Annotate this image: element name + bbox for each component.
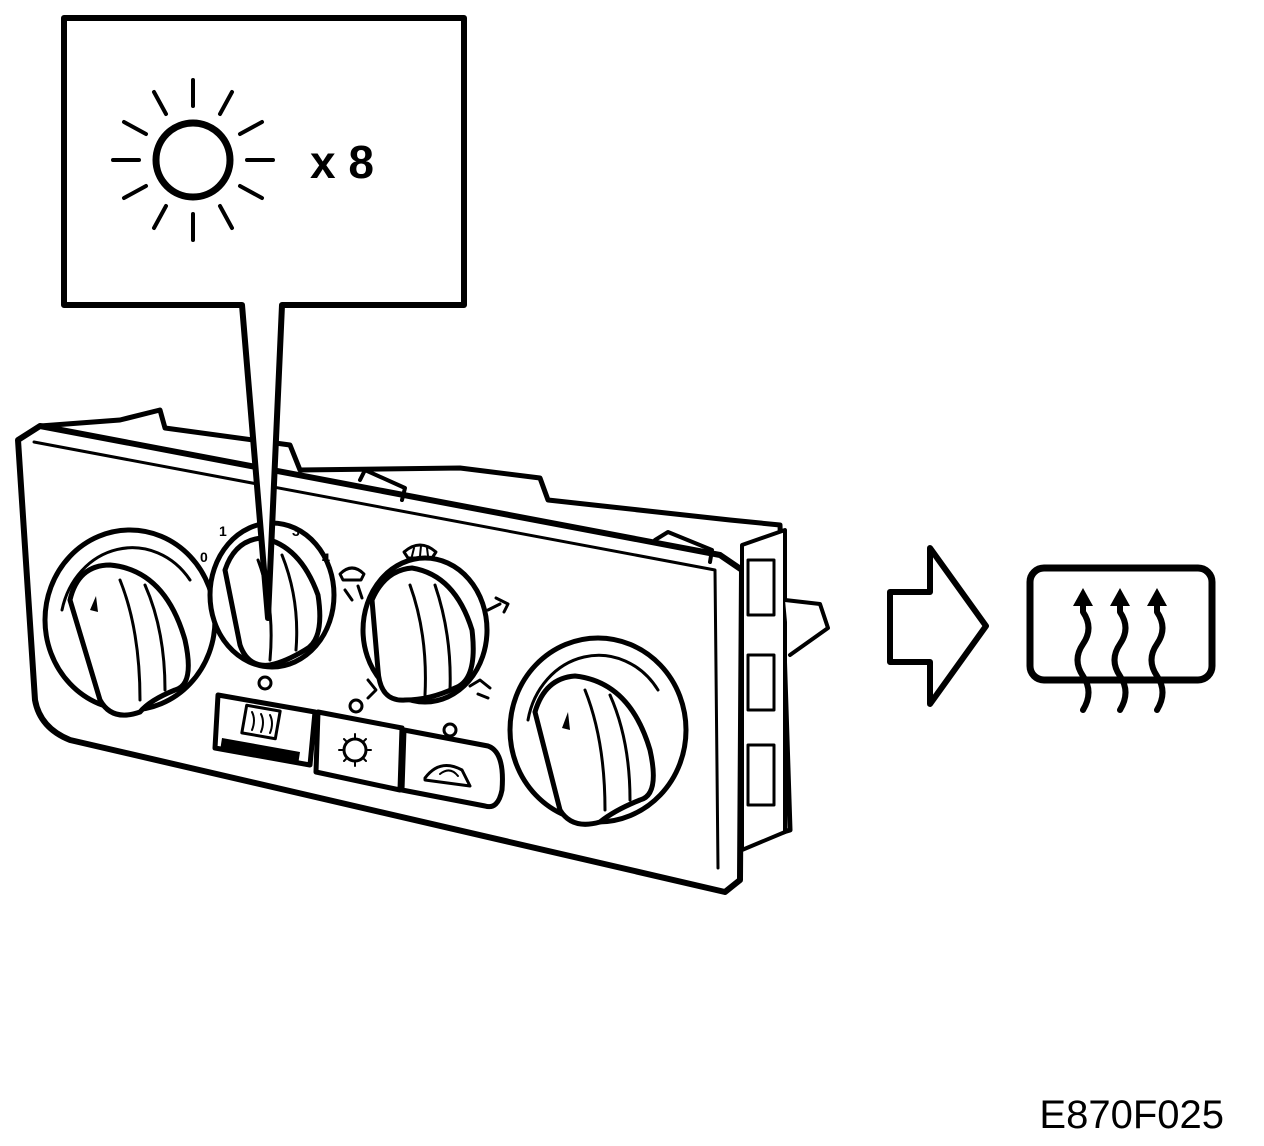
rear-defrost-button[interactable]	[240, 703, 282, 741]
fan-tick-1: 1	[219, 523, 227, 539]
fan-tick-0: 0	[200, 549, 208, 565]
recirculation-button[interactable]	[399, 727, 505, 810]
face-feet-mode-icon	[468, 678, 492, 700]
callout-box: x 8	[61, 15, 467, 621]
light-flash-icon	[111, 78, 275, 242]
right-rotary-knob[interactable]	[507, 635, 689, 827]
fan-speed-knob[interactable]: 0 1 3 4	[200, 520, 337, 691]
rear-defroster-icon	[1026, 564, 1216, 713]
result-arrow	[887, 545, 989, 707]
windscreen-mode-icon	[402, 543, 438, 560]
figure-code: E870F025	[1039, 1093, 1224, 1137]
climate-control-panel: 0 1 3 4	[15, 407, 830, 895]
temperature-knob[interactable]	[42, 527, 218, 718]
face-mode-icon	[486, 596, 510, 614]
windscreen-feet-mode-icon	[338, 566, 366, 602]
feet-mode-icon	[366, 678, 378, 700]
side-connector	[740, 528, 830, 852]
fan-tick-4: 4	[322, 550, 330, 566]
fan-tick-3: 3	[292, 523, 300, 539]
flash-multiplier: x 8	[310, 136, 374, 188]
air-distribution-knob[interactable]	[338, 543, 510, 738]
